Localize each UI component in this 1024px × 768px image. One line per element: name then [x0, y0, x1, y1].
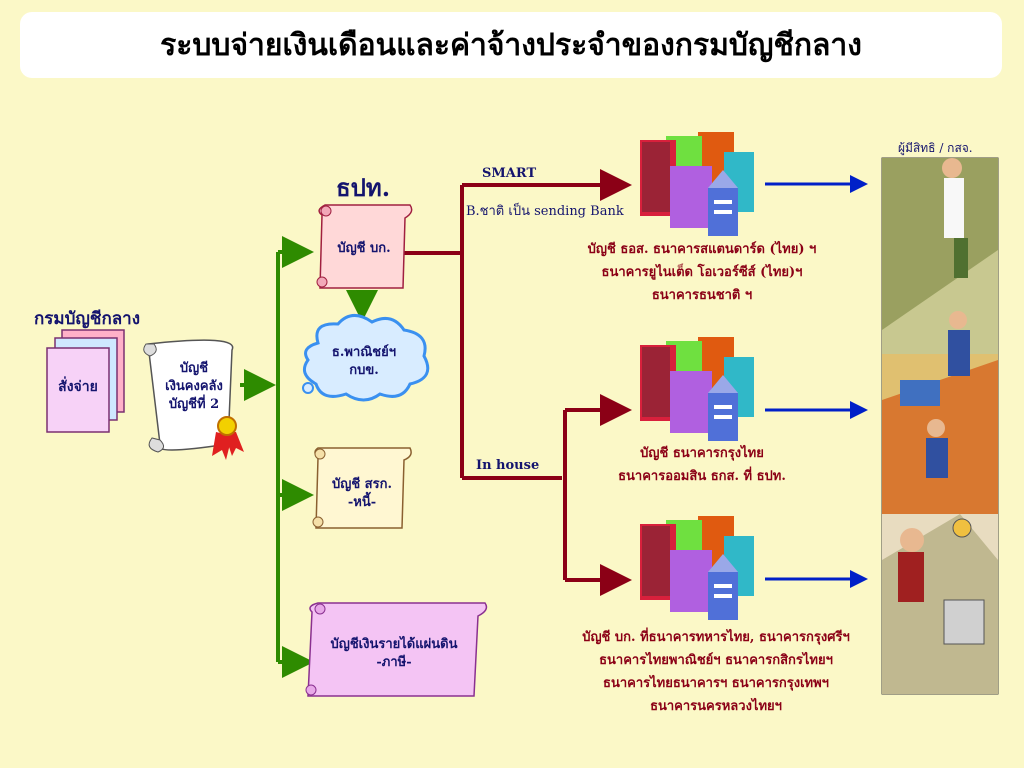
award-ribbon-icon [212, 416, 244, 460]
order-document-stack-icon [46, 329, 125, 433]
srk-scroll-shape [312, 447, 412, 529]
bank-group-3-line-2: ธนาคารไทยพาณิชย์ฯ ธนาคารกสิกรไทยฯ [599, 653, 833, 668]
revenue-account-text: บัญชีเงินรายได้แผ่นดิน -ภาษี- [314, 636, 474, 672]
revenue-line-2: -ภาษี- [376, 655, 412, 670]
srk-line-1: บัญชี สรก. [332, 477, 392, 492]
blue-flow-arrows [765, 175, 868, 588]
smart-channel-label: SMART [482, 166, 537, 181]
bank-building-group-2 [640, 337, 754, 441]
commerce-cloud-text: ธ.พาณิชย์ฯ กบข. [320, 344, 408, 380]
cloud-line-2: กบข. [349, 363, 379, 378]
red-flow-arrows [404, 169, 632, 596]
bank-building-group-3 [640, 516, 754, 620]
bank-group-1-line-1: บัญชี ธอส. ธนาคารสแตนดาร์ด (ไทย) ฯ [587, 242, 817, 257]
bank-group-2-line-1: บัญชี ธนาคารกรุงไทย [640, 446, 764, 461]
treasury-line-1: บัญชี [179, 361, 209, 376]
treasury-scroll-text: บัญชี เงินคงคลัง บัญชีที่ 2 [158, 360, 230, 414]
order-document-label: สั่งจ่าย [58, 379, 98, 395]
sending-bank-label: B.ชาติ เป็น sending Bank [466, 204, 624, 219]
bot-label: ธปท. [336, 173, 391, 202]
bank-group-2-caption: บัญชี ธนาคารกรุงไทย ธนาคารออมสิน ธกส. ที… [580, 442, 824, 488]
treasury-scroll-icon [143, 339, 234, 453]
bank-group-3-line-3: ธนาคารไทยธนาคารฯ ธนาคารกรุงเทพฯ [603, 676, 829, 691]
bank-building-group-1 [640, 132, 754, 236]
srk-account-text: บัญชี สรก. -หนี้- [320, 476, 404, 512]
cgd-label: กรมบัญชีกลาง [34, 309, 141, 329]
srk-line-2: -หนี้- [347, 495, 377, 510]
bank-group-1-line-3: ธนาคารธนชาติ ฯ [651, 288, 753, 303]
bank-group-1-caption: บัญชี ธอส. ธนาคารสแตนดาร์ด (ไทย) ฯ ธนาคา… [560, 238, 844, 307]
bk-scroll-shape [316, 204, 413, 289]
page-title: ระบบจ่ายเงินเดือนและค่าจ้างประจำของกรมบั… [160, 27, 862, 63]
recipients-label: ผู้มีสิทธิ / กสจ. [898, 141, 973, 155]
revenue-scroll-shape [305, 602, 488, 697]
cloud-line-1: ธ.พาณิชย์ฯ [331, 345, 397, 360]
bank-group-1-line-2: ธนาคารยูไนเต็ด โอเวอร์ซีส์ (ไทย)ฯ [601, 265, 803, 280]
commerce-cloud-shape [302, 314, 430, 402]
inhouse-channel-label: In house [476, 458, 540, 473]
title-box: ระบบจ่ายเงินเดือนและค่าจ้างประจำของกรมบั… [20, 12, 1002, 78]
treasury-line-2: เงินคงคลัง [165, 379, 223, 394]
recipients-office-illustration [881, 157, 999, 695]
bank-group-3-line-4: ธนาคารนครหลวงไทยฯ [650, 699, 782, 714]
bk-account-label: บัญชี บก. [337, 241, 391, 256]
bank-group-3-line-1: บัญชี บก. ที่ธนาคารทหารไทย, ธนาคารกรุงศร… [582, 630, 850, 645]
revenue-line-1: บัญชีเงินรายได้แผ่นดิน [330, 637, 458, 652]
treasury-line-3: บัญชีที่ 2 [168, 397, 220, 412]
bank-group-3-caption: บัญชี บก. ที่ธนาคารทหารไทย, ธนาคารกรุงศร… [556, 626, 876, 718]
bank-group-2-line-2: ธนาคารออมสิน ธกส. ที่ ธปท. [618, 469, 786, 484]
green-flow-arrows [240, 236, 378, 678]
